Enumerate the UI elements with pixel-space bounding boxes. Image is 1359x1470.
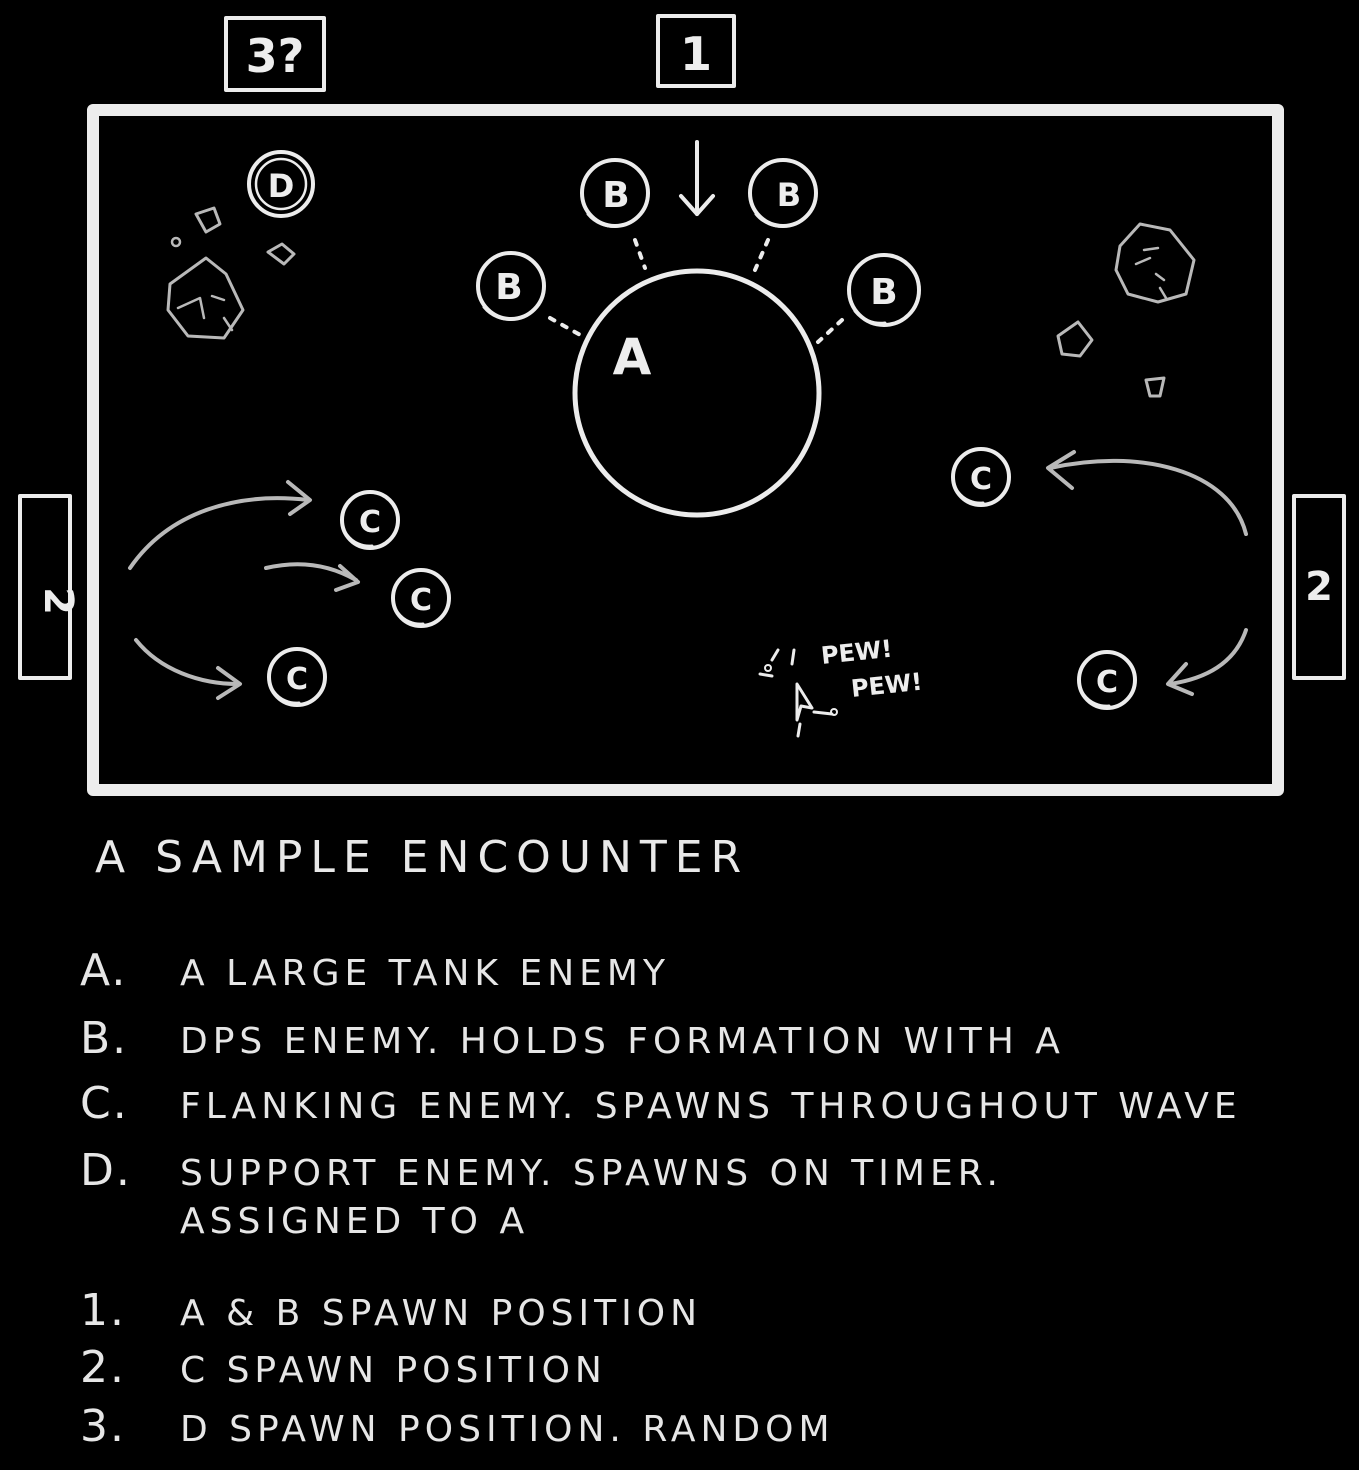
legend-text: D SPAWN POSITION. RANDOM xyxy=(180,1409,835,1450)
svg-text:C: C xyxy=(410,583,432,618)
enemy-b-1: B xyxy=(580,158,650,228)
legend-item-3: 3. D SPAWN POSITION. RANDOM xyxy=(80,1401,835,1452)
legend-item-a: A. A LARGE TANK ENEMY xyxy=(80,945,670,996)
enemy-b-3: B xyxy=(476,251,546,321)
legend-key: 3. xyxy=(80,1401,126,1452)
spawn-1-arrow xyxy=(679,140,715,216)
enemy-c-5: C xyxy=(1077,650,1137,710)
legend-text: DPS ENEMY. HOLDS FORMATION WITH A xyxy=(180,1021,1065,1062)
legend-key: 2. xyxy=(80,1342,126,1393)
player-ship xyxy=(758,648,838,738)
svg-text:B: B xyxy=(495,267,522,308)
spawn-marker-2-left: 2 xyxy=(18,494,81,680)
legend-item-c: C. FLANKING ENEMY. SPAWNS THROUGHOUT WAVE xyxy=(80,1078,1242,1129)
sfx-pew-2: PEW! xyxy=(850,668,924,703)
debris-left xyxy=(166,206,296,340)
legend-key: 1. xyxy=(80,1285,126,1336)
diagram-title: A SAMPLE ENCOUNTER xyxy=(95,832,750,883)
legend-key: B. xyxy=(80,1013,129,1064)
svg-text:C: C xyxy=(1096,665,1118,700)
spawn-marker-3: 3? xyxy=(224,16,326,92)
enemy-d-support: D xyxy=(247,150,315,218)
sfx-pew-1: PEW! xyxy=(820,635,894,670)
spawn-marker-2-left-label: 2 xyxy=(35,587,81,615)
svg-text:B: B xyxy=(870,272,897,313)
svg-text:C: C xyxy=(286,662,308,697)
spawn-marker-2-right-label: 2 xyxy=(1305,564,1333,610)
enemy-c-1: C xyxy=(340,490,400,550)
formation-tethers xyxy=(548,238,844,344)
enemy-a-label: A xyxy=(613,328,652,386)
legend-item-1: 1. A & B SPAWN POSITION xyxy=(80,1285,702,1336)
enemy-c-2: C xyxy=(391,568,451,628)
legend-item-d: D. SUPPORT ENEMY. SPAWNS ON TIMER. xyxy=(80,1145,1003,1196)
enemy-a-tank: A xyxy=(572,268,822,518)
enemy-c-4: C xyxy=(951,447,1011,507)
enemy-b-2: B xyxy=(748,158,818,228)
svg-text:D: D xyxy=(268,167,295,205)
legend-item-2: 2. C SPAWN POSITION xyxy=(80,1342,607,1393)
legend-item-d-cont: ASSIGNED TO A xyxy=(80,1201,529,1242)
svg-text:C: C xyxy=(970,462,992,497)
flank-arrows-left xyxy=(128,480,360,700)
legend-text: SUPPORT ENEMY. SPAWNS ON TIMER. xyxy=(180,1153,1003,1194)
legend-item-b: B. DPS ENEMY. HOLDS FORMATION WITH A xyxy=(80,1013,1065,1064)
legend-text: ASSIGNED TO A xyxy=(180,1201,530,1242)
svg-text:B: B xyxy=(602,175,629,216)
legend-text: C SPAWN POSITION xyxy=(180,1350,607,1391)
spawn-marker-2-right: 2 xyxy=(1292,494,1346,680)
legend-key: A. xyxy=(80,945,128,996)
debris-right xyxy=(1056,222,1196,398)
enemy-c-3: C xyxy=(267,647,327,707)
svg-text:C: C xyxy=(359,505,381,540)
flank-arrows-right xyxy=(1046,450,1248,696)
legend-key: D. xyxy=(80,1145,132,1196)
spawn-marker-3-label: 3? xyxy=(246,29,305,83)
legend-text: FLANKING ENEMY. SPAWNS THROUGHOUT WAVE xyxy=(180,1086,1242,1127)
legend-text: A LARGE TANK ENEMY xyxy=(180,953,670,994)
spawn-marker-1: 1 xyxy=(656,14,736,88)
legend-text: A & B SPAWN POSITION xyxy=(180,1293,702,1334)
enemy-b-4: B xyxy=(847,253,921,327)
encounter-diagram: 3? 1 2 2 A B B B B xyxy=(18,14,1346,796)
legend-key: C. xyxy=(80,1078,129,1129)
spawn-marker-1-label: 1 xyxy=(680,27,712,81)
svg-text:B: B xyxy=(777,176,801,214)
arena-boundary xyxy=(87,104,1284,796)
